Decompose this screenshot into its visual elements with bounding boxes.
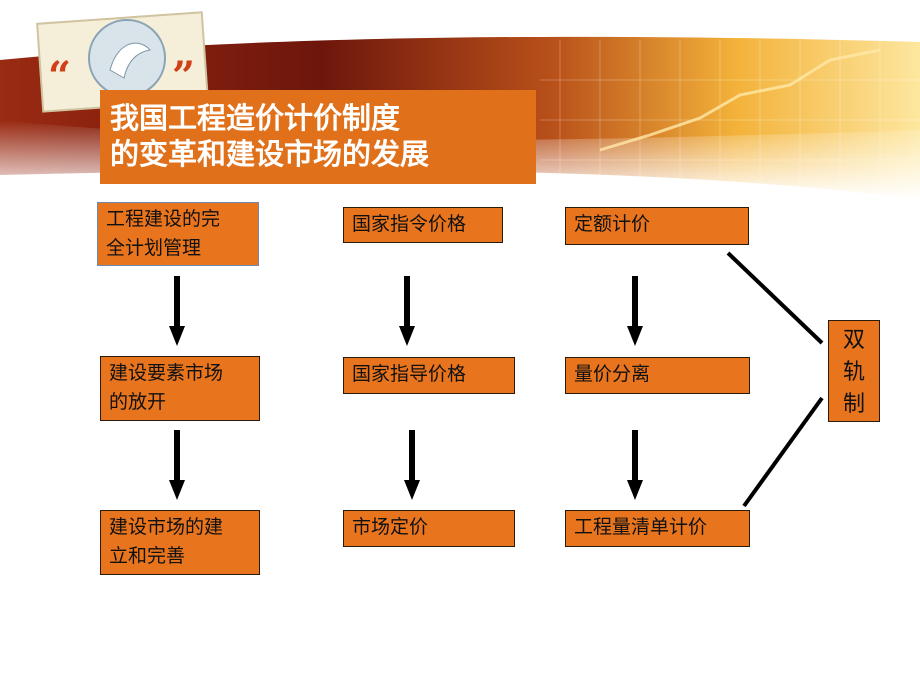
col3-step3-box: 工程量清单计价 <box>565 510 750 547</box>
col1-step3-line1: 建设市场的建 <box>109 516 224 538</box>
col2-arrow-1 <box>399 276 415 346</box>
connector-quota-to-dual-track <box>726 251 824 345</box>
col2-arrow-2 <box>404 430 420 500</box>
col3-arrow-1 <box>627 276 643 346</box>
banner-grid <box>540 40 920 190</box>
col3-step3-line1: 工程量清单计价 <box>574 516 708 538</box>
connector-bill-to-dual-track <box>742 396 824 508</box>
col2-step1-line1: 国家指令价格 <box>352 213 467 235</box>
dual-track-box: 双 轨 制 <box>828 320 880 422</box>
col3-arrow-2 <box>627 430 643 500</box>
banner-trend-line <box>599 48 881 152</box>
col3-step1-line1: 定额计价 <box>574 213 651 235</box>
col1-step3-line2: 立和完善 <box>109 545 186 567</box>
dual-track-char-2: 轨 <box>842 360 865 385</box>
col1-step3-box: 建设市场的建 立和完善 <box>100 510 260 575</box>
title-line-1: 我国工程造价计价制度 <box>110 101 401 135</box>
logo-quote-open: “ <box>48 53 71 100</box>
col1-step1-box: 工程建设的完 全计划管理 <box>97 202 259 266</box>
title-line-2: 的变革和建设市场的发展 <box>110 137 430 171</box>
logo-quote-close: ” <box>172 53 195 100</box>
col3-step2-box: 量价分离 <box>565 357 750 394</box>
col2-step1-box: 国家指令价格 <box>343 207 503 243</box>
col1-arrow-2 <box>169 430 185 500</box>
logo-seal-emblem <box>109 42 151 79</box>
col1-arrow-1 <box>169 276 185 346</box>
col3-step1-box: 定额计价 <box>565 207 749 245</box>
col2-step3-box: 市场定价 <box>343 510 515 547</box>
dual-track-char-1: 双 <box>842 328 865 353</box>
dual-track-char-3: 制 <box>842 392 865 417</box>
col3-step2-line1: 量价分离 <box>574 363 651 385</box>
col1-step1-line2: 全计划管理 <box>106 237 202 259</box>
col2-step2-box: 国家指导价格 <box>343 357 515 394</box>
col1-step1-line1: 工程建设的完 <box>106 208 221 230</box>
col1-step2-line1: 建设要素市场 <box>109 362 224 384</box>
col1-step2-box: 建设要素市场 的放开 <box>100 356 260 421</box>
col2-step2-line1: 国家指导价格 <box>352 363 467 385</box>
slide-title: 我国工程造价计价制度 的变革和建设市场的发展 <box>100 90 536 184</box>
col1-step2-line2: 的放开 <box>109 391 167 413</box>
col2-step3-line1: 市场定价 <box>352 516 429 538</box>
